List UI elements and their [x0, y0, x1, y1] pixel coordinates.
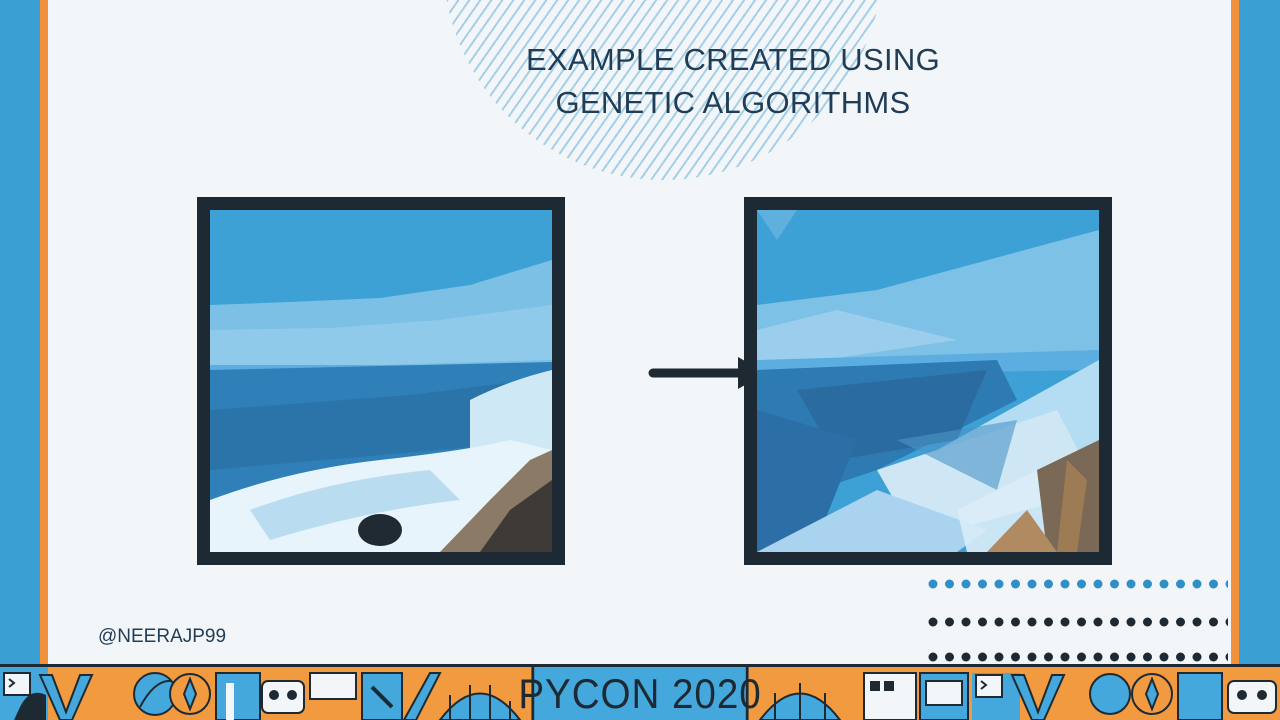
decorative-dot [1159, 617, 1169, 627]
original-seascape-image [210, 210, 552, 552]
decorative-dot [1110, 579, 1119, 589]
decorative-dot [1011, 652, 1020, 662]
slide-canvas: EXAMPLE CREATED USING GENETIC ALGORITHMS [48, 0, 1231, 664]
decorative-dot [1093, 579, 1103, 589]
decorative-dot [1044, 652, 1053, 662]
speaker-handle: @NEERAJP99 [98, 626, 227, 647]
footer-pattern-art [0, 667, 1277, 720]
decorative-dot [1126, 652, 1136, 662]
decorative-dot [1176, 617, 1185, 627]
original-image-frame [197, 197, 565, 565]
decorative-dot [1209, 579, 1218, 589]
event-name: PYCON [518, 669, 661, 717]
decorative-dot [1176, 579, 1185, 589]
decorative-dot [1143, 617, 1152, 627]
decorative-dot [1077, 579, 1086, 589]
decorative-dot [1060, 579, 1070, 589]
decorative-dot [961, 652, 971, 662]
decorative-dot [1225, 579, 1228, 589]
decorative-dot [945, 617, 954, 627]
dot-row-dark-2 [928, 652, 1228, 662]
decorative-dot [994, 652, 1004, 662]
pycon-2020-logo: PYCON 2020 [518, 667, 761, 720]
pycon-footer-banner: PYCON 2020 [0, 664, 1280, 720]
decorative-dot [1077, 617, 1086, 627]
decorative-dot [1060, 652, 1070, 662]
decorative-dot [1192, 617, 1202, 627]
decorative-dot [1159, 579, 1169, 589]
decorative-dot [1126, 579, 1136, 589]
decorative-dot [1225, 617, 1228, 627]
dot-row-dark [928, 617, 1228, 627]
generated-image-frame [744, 197, 1112, 565]
decorative-dot [1093, 617, 1103, 627]
decorative-dot [1110, 617, 1119, 627]
decorative-dot [1143, 652, 1152, 662]
decorative-dot [1225, 652, 1228, 662]
decorative-dot [978, 579, 987, 589]
decorative-dot [1209, 617, 1218, 627]
decorative-dot [1044, 579, 1053, 589]
decorative-dot [1093, 652, 1103, 662]
decorative-dot [1192, 652, 1202, 662]
decorative-dot [1060, 617, 1070, 627]
decorative-dot [1011, 617, 1020, 627]
decorative-dot [1126, 617, 1136, 627]
decorative-dot [994, 579, 1004, 589]
decorative-dot [928, 579, 938, 589]
event-year: 2020 [672, 669, 762, 717]
decorative-dot [945, 652, 954, 662]
decorative-dot [961, 579, 971, 589]
decorative-dot [1027, 579, 1037, 589]
decorative-dot [1176, 652, 1185, 662]
decorative-dot [961, 617, 971, 627]
decorative-dot [1044, 617, 1053, 627]
decorative-dot [978, 617, 987, 627]
title-line-2: GENETIC ALGORITHMS [555, 85, 911, 120]
decorative-dot [1110, 652, 1119, 662]
right-orange-stripe [1231, 0, 1239, 664]
decorative-dot [1077, 652, 1086, 662]
slide-title: EXAMPLE CREATED USING GENETIC ALGORITHMS [368, 38, 1098, 124]
decorative-dot [928, 652, 938, 662]
decorative-dot [978, 652, 987, 662]
decorative-dot [1159, 652, 1169, 662]
left-orange-stripe [40, 0, 48, 664]
decorative-dot [1027, 652, 1037, 662]
title-line-1: EXAMPLE CREATED USING [526, 42, 940, 77]
generated-polygon-image [757, 210, 1099, 552]
decorative-dot [1011, 579, 1020, 589]
decorative-dot [1143, 579, 1152, 589]
decorative-dot [1192, 579, 1202, 589]
decorative-dot [994, 617, 1004, 627]
decorative-dot [1209, 652, 1218, 662]
dot-row-light [928, 579, 1228, 589]
decorative-dot [945, 579, 954, 589]
decorative-dot [928, 617, 938, 627]
decorative-dot [1027, 617, 1037, 627]
